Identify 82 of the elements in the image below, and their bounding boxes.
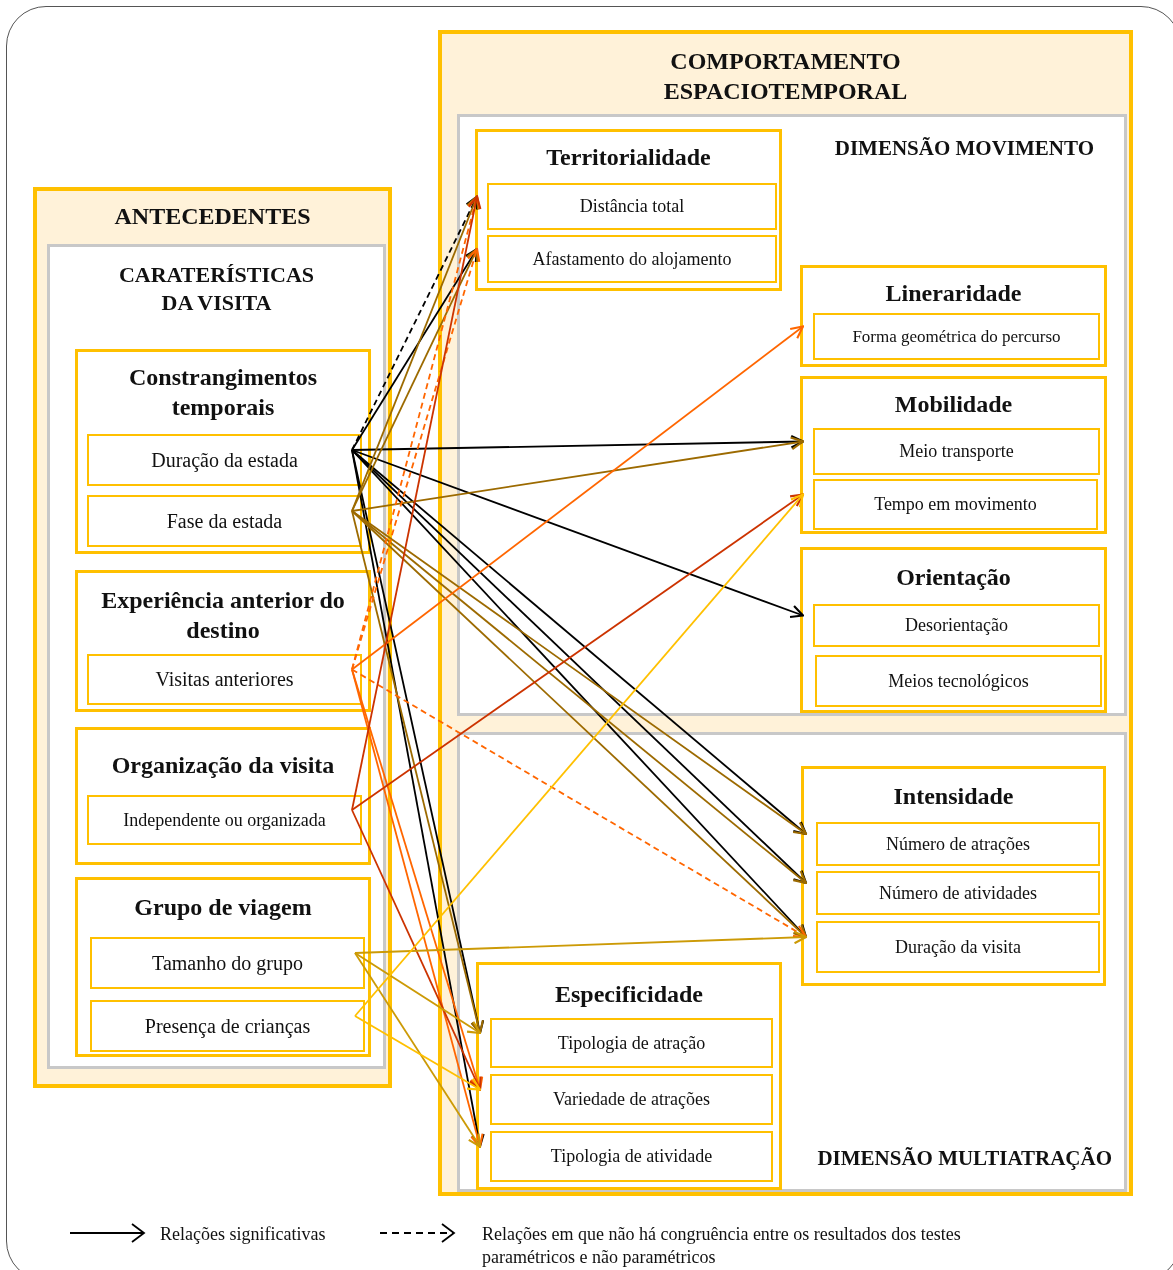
heading: CARATERÍSTICAS DA VISITA (117, 261, 316, 316)
relation-arrow (354, 493, 805, 1017)
variable-box (90, 1000, 365, 1052)
variable-label: Tempo em movimento (874, 493, 1037, 516)
category-box (800, 265, 1107, 367)
category-box (475, 129, 782, 291)
variable-label: Número de atividades (879, 881, 1037, 905)
variable-box (90, 937, 365, 989)
variable-label: Presença de crianças (144, 1013, 311, 1039)
variable-label: Meio transporte (899, 440, 1014, 463)
variable-box (813, 313, 1100, 360)
legend-text: Relações significativas (160, 1223, 326, 1246)
heading: Mobilidade (894, 390, 1013, 419)
variable-label: Desorientação (905, 614, 1008, 637)
variable-box (487, 183, 777, 230)
variable-label: Fase da estada (166, 508, 283, 534)
relation-arrow (351, 668, 808, 939)
heading: Lineraridade (885, 279, 1022, 308)
variable-box (87, 654, 362, 705)
category-box (476, 962, 782, 1190)
heading: Orientação (896, 563, 1011, 592)
relation-arrow (351, 247, 479, 451)
variable-label: Número de atrações (886, 832, 1030, 856)
variable-box (487, 235, 777, 283)
variable-box (816, 871, 1100, 915)
category-box (801, 766, 1106, 986)
variable-label: Duração da estada (151, 447, 298, 473)
variable-label: Duração da visita (895, 935, 1021, 959)
heading: Constrangimentos temporais (128, 363, 318, 422)
heading: Experiência anterior do destino (100, 586, 346, 645)
variable-label: Tipologia de atração (557, 1031, 706, 1055)
heading: DIMENSÃO MOVIMENTO (834, 135, 1094, 162)
relation-arrow (354, 930, 808, 954)
variable-label: Meios tecnológicos (888, 669, 1029, 693)
heading: ANTECEDENTES (114, 202, 311, 231)
variable-box (816, 921, 1100, 973)
variable-label: Distância total (579, 195, 685, 218)
variable-box (815, 655, 1102, 707)
variable-label: Forma geométrica do percurso (852, 325, 1061, 348)
variable-box (87, 795, 362, 845)
relation-arrow (351, 247, 479, 512)
variable-box (490, 1131, 773, 1182)
variable-box (87, 434, 362, 486)
variable-label: Visitas anteriores (155, 667, 294, 692)
variable-label: Independente ou organizada (123, 808, 326, 832)
relation-arrow (354, 952, 482, 1148)
relation-arrow (351, 809, 482, 1091)
relation-arrow (351, 436, 805, 512)
legend-text: Relações em que não há congruência entre os resultados dos testes paramétricos e não paramétricos (482, 1223, 962, 1268)
heading: Especificidade (555, 980, 703, 1009)
variable-box (813, 428, 1100, 475)
dimension-panel (457, 732, 1127, 1192)
category-box (800, 376, 1107, 534)
relation-arrow (351, 449, 485, 1148)
relation-arrow (354, 1015, 482, 1091)
variable-box (816, 822, 1100, 866)
variable-box (490, 1018, 773, 1068)
relation-arrow (354, 952, 482, 1035)
variable-label: Tipologia de atividade (550, 1145, 713, 1168)
section-panel (438, 30, 1133, 1196)
variable-box (813, 604, 1100, 647)
variable-box (87, 495, 362, 547)
category-box (75, 349, 371, 554)
heading: Grupo de viagem (134, 893, 312, 922)
category-box (75, 877, 371, 1057)
dimension-panel (457, 114, 1127, 716)
variable-label: Variedade de atrações (553, 1088, 710, 1111)
relation-arrow (351, 449, 805, 618)
variable-box (813, 479, 1098, 530)
heading: Intensidade (893, 782, 1014, 811)
variable-label: Afastamento do alojamento (532, 247, 732, 271)
heading: Territorialidade (546, 143, 711, 172)
category-box (75, 727, 371, 865)
variable-box (490, 1074, 773, 1125)
category-box (75, 570, 371, 712)
heading: DIMENSÃO MULTIATRAÇÃO (817, 1144, 1112, 1171)
relation-arrow (351, 325, 805, 671)
heading: Organização da visita (111, 751, 335, 780)
category-box (800, 547, 1107, 713)
variable-label: Tamanho do grupo (152, 950, 303, 976)
heading: COMPORTAMENTO ESPACIOTEMPORAL (662, 47, 909, 106)
relation-arrow (351, 195, 482, 811)
